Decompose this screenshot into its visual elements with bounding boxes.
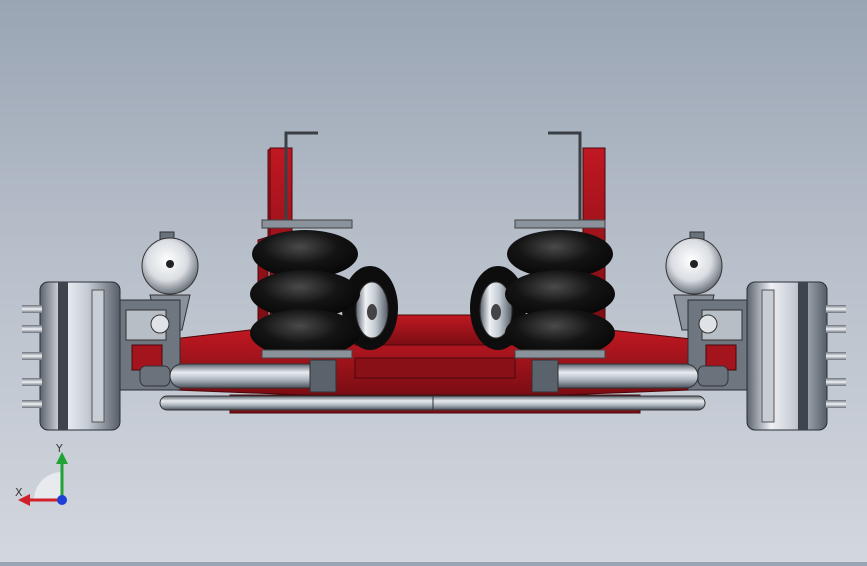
x-axis-label: X bbox=[15, 486, 23, 499]
wheel-hub-right bbox=[746, 281, 846, 431]
z-axis-dot bbox=[57, 495, 67, 505]
x-axis-arrowhead bbox=[18, 494, 30, 506]
air-spring-left bbox=[250, 219, 360, 359]
wheel-hub-left bbox=[22, 281, 121, 431]
triad-plane-shading bbox=[34, 472, 62, 500]
shock-absorber-right bbox=[531, 359, 729, 393]
axis-triad-graphic: Y X bbox=[15, 442, 68, 506]
hanger-rod-right bbox=[548, 131, 582, 222]
air-spring-right bbox=[505, 219, 615, 359]
shock-absorber-left bbox=[139, 359, 337, 393]
y-axis-label: Y bbox=[55, 442, 63, 455]
view-orientation-triad: Y X bbox=[12, 440, 82, 510]
tie-rod bbox=[159, 395, 706, 411]
y-axis-arrowhead bbox=[56, 452, 68, 464]
hanger-rod-left bbox=[284, 131, 318, 222]
